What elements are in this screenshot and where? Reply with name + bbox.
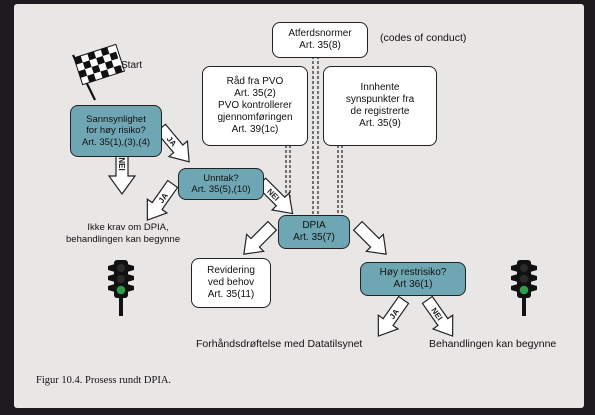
box-line: Revidering [207, 265, 255, 276]
arrow-ja: JA [146, 179, 179, 221]
codes-of-conduct-label: (codes of conduct) [380, 32, 467, 44]
raad-pvo-box: Råd fra PVO Art. 35(2) PVO kontrollerer … [202, 66, 308, 146]
box-line: Atferdsnormer [288, 28, 352, 39]
checkered-flag-icon [72, 43, 126, 101]
label-line: behandlingen kan begynne [66, 234, 181, 245]
box-line: Art 36(1) [393, 279, 433, 290]
box-line: Høy restrisiko? [379, 267, 447, 278]
arrow-ja: JA [155, 123, 190, 163]
traffic-light-icon [511, 260, 537, 316]
arrow-ja: JA [377, 295, 410, 337]
arrow-nei: NEI [421, 295, 454, 337]
box-line: DPIA [302, 220, 326, 231]
figure-caption: Figur 10.4. Prosess rundt DPIA. [36, 375, 172, 386]
forhandsdroftelse-label: Forhåndsdrøftelse med Datatilsynet [196, 338, 363, 350]
start-label: Start [121, 60, 143, 71]
box-line: de registrerte [350, 106, 410, 117]
box-line: PVO kontrollerer [218, 100, 292, 111]
box-line: Innhente [360, 82, 400, 93]
box-line: Unntak? [203, 172, 239, 184]
sannsynlighet-box: Sannsynlighet for høy risiko? Art. 35(1)… [70, 105, 162, 157]
box-line: Råd fra PVO [226, 76, 284, 87]
ikke-krav-label: Ikke krav om DPIA, behandlingen kan begy… [66, 222, 180, 246]
box-line: for høy risiko? [86, 125, 146, 137]
box-line: ved behov [207, 277, 255, 288]
arrow-dpia-revidering [243, 220, 278, 255]
label-line: Ikke krav om DPIA, [87, 222, 169, 233]
box-line: Art. 35(7) [293, 232, 335, 243]
svg-text:NEI: NEI [117, 157, 126, 170]
box-line: Art. 39(1c) [231, 124, 279, 135]
box-line: Art. 35(1),(3),(4) [81, 136, 151, 148]
box-line: Sannsynlighet [86, 113, 146, 125]
innhente-box: Innhente synspunkter fra de registrerte … [323, 66, 437, 146]
box-line: Art. 35(2) [234, 88, 276, 99]
box-line: Art. 35(8) [299, 40, 341, 51]
traffic-light-icon [108, 260, 134, 316]
dpia-box: DPIA Art. 35(7) [278, 215, 350, 249]
hoy-restrisiko-box: Høy restrisiko? Art 36(1) [360, 262, 466, 296]
box-line: Art. 35(9) [359, 118, 401, 129]
behandling-label: Behandlingen kan begynne [429, 338, 557, 350]
unntak-box: Unntak? Art. 35(5),(10) [178, 168, 264, 200]
box-line: gjennomføringen [217, 112, 293, 123]
atferdsnormer-box: Atferdsnormer Art. 35(8) [272, 22, 368, 58]
box-line: Art. 35(5),(10) [191, 184, 251, 195]
revidering-box: Revidering ved behov Art. 35(11) [191, 258, 271, 308]
arrow-dpia-restrisiko [352, 220, 387, 255]
box-line: synspunkter fra [345, 94, 415, 105]
box-line: Art. 35(11) [207, 289, 255, 300]
